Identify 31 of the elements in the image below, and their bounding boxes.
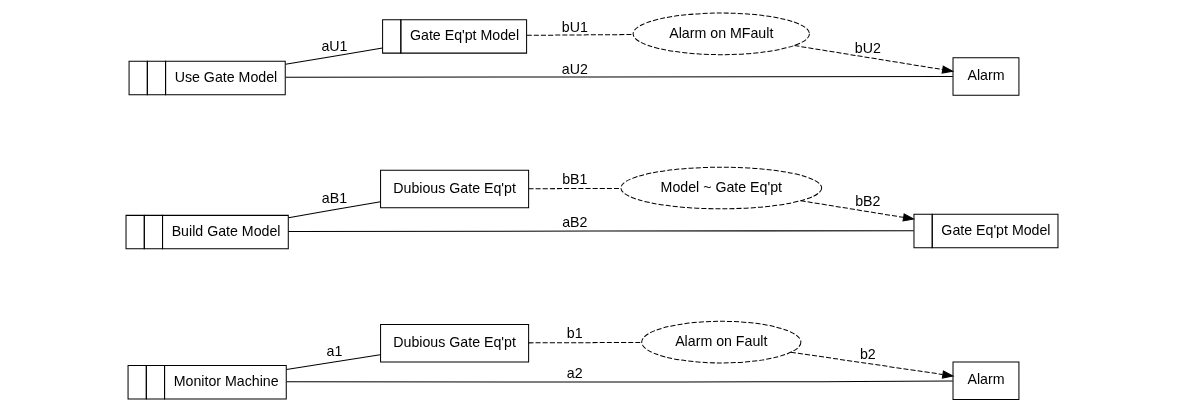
connector — [285, 379, 953, 383]
node-ellipse: Alarm on MFault — [632, 12, 810, 55]
edge-label: aU1 — [320, 37, 347, 54]
connector — [287, 200, 381, 218]
node-box: Dubious Gate Eq'pt — [379, 169, 529, 208]
edge-label: bU1 — [561, 18, 588, 35]
node-box: Alarm — [952, 56, 1019, 96]
edge-label: bU2 — [854, 39, 881, 56]
arrow — [799, 199, 915, 222]
connector — [527, 187, 621, 189]
connector — [284, 46, 383, 65]
edge-label: b2 — [859, 345, 876, 362]
node-ellipse: Model ~ Gate Eq'pt — [619, 166, 822, 209]
node-ellipse: Alarm on Fault — [640, 320, 801, 363]
connector — [285, 353, 381, 370]
edge-label: aB2 — [561, 213, 587, 230]
connector — [527, 341, 642, 343]
arrow — [789, 351, 954, 379]
edge-label: a1 — [326, 342, 342, 359]
connector — [287, 229, 914, 232]
edge-label: b1 — [566, 324, 583, 341]
edge-label: a2 — [566, 364, 583, 381]
node-box: Alarm — [952, 360, 1019, 400]
node-box: Dubious Gate Eq'pt — [379, 323, 529, 362]
edge-label: aU2 — [561, 60, 588, 77]
connector — [525, 33, 633, 36]
edge-label: bB2 — [854, 192, 880, 209]
arrow — [793, 44, 954, 74]
edge-label: bB1 — [561, 170, 587, 187]
connector — [284, 75, 953, 78]
edge-label: aB1 — [321, 189, 347, 206]
